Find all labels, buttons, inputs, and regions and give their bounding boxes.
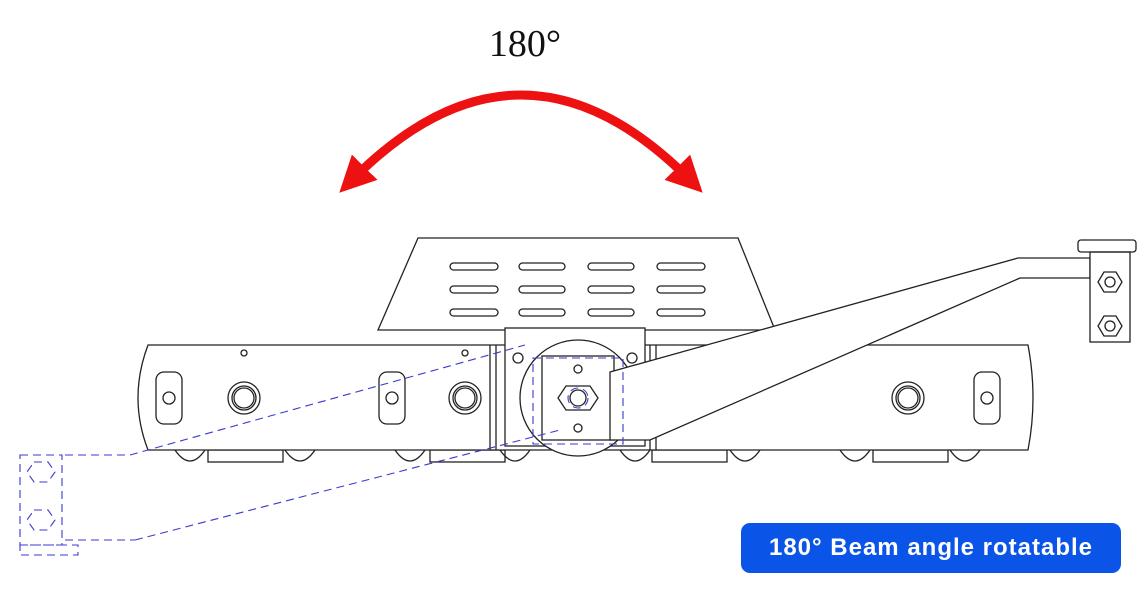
mounting-arm <box>609 257 1091 441</box>
connector-holder <box>155 371 183 425</box>
feature-badge: 180° Beam angle rotatable <box>741 523 1121 573</box>
connector-holder <box>378 371 406 425</box>
lens <box>448 381 482 415</box>
heat-sink <box>377 237 776 331</box>
bottom-lens-row <box>174 449 981 463</box>
rotation-arrow-icon <box>339 90 703 193</box>
alternate-position-outline <box>19 344 624 556</box>
lens <box>891 381 925 415</box>
bolt-icon <box>1097 271 1123 293</box>
rotation-angle-label: 180° <box>488 23 562 65</box>
wall-bracket-plate <box>1089 251 1131 343</box>
lens <box>227 381 261 415</box>
heat-sink-slots <box>449 262 706 317</box>
pivot-nut-icon <box>557 385 599 411</box>
connector-holder <box>973 371 1001 425</box>
bolt-icon <box>1097 315 1123 337</box>
